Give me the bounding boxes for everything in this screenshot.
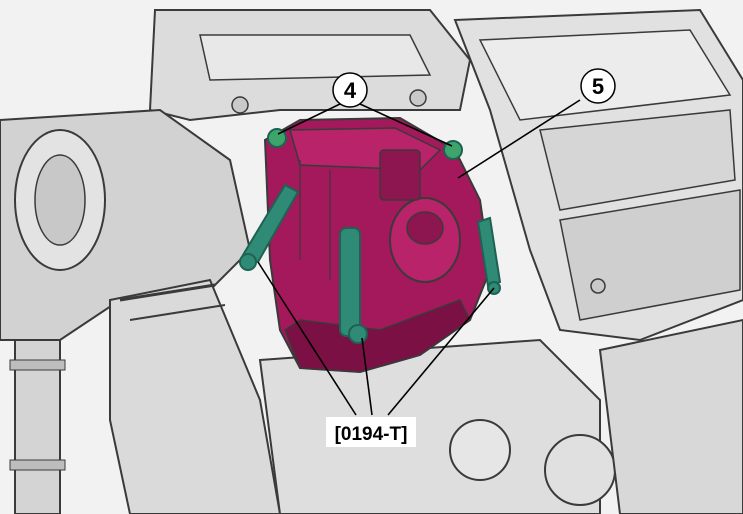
green-bolt-icon xyxy=(267,128,287,148)
air-filter-ribs xyxy=(539,109,736,211)
callout-bolts-number: 4 xyxy=(344,78,357,103)
fuel-filter-cap-center xyxy=(406,211,444,245)
hose-clamp xyxy=(119,283,216,302)
top-bracket-panel xyxy=(199,34,432,81)
tool-label-text: [0194-T] xyxy=(335,424,408,445)
green-bolt-icon xyxy=(443,140,463,160)
callout-filter: 5 xyxy=(580,68,616,104)
bracket-bolt-icon xyxy=(409,89,427,107)
fuel-filter-bottom xyxy=(284,299,471,373)
intake-hose xyxy=(109,278,282,514)
lower-right-components xyxy=(598,318,743,514)
fuel-filter-lines xyxy=(299,160,331,280)
bracket-bolt-icon xyxy=(231,96,249,114)
housing-bolt-icon xyxy=(590,278,606,294)
lower-fitting xyxy=(449,419,511,481)
fuel-filter-connector xyxy=(379,149,421,201)
lower-pulley xyxy=(544,434,616,506)
hose-clamp-2 xyxy=(129,304,226,321)
leader-lines xyxy=(257,99,581,416)
tool-label: [0194-T] xyxy=(326,417,416,447)
throttle-bore xyxy=(34,154,86,246)
callout-filter-number: 5 xyxy=(592,74,604,99)
coolant-hose-clamp xyxy=(9,359,66,371)
callout-bolts: 4 xyxy=(332,72,368,108)
coolant-hose-clamp-2 xyxy=(9,459,66,471)
